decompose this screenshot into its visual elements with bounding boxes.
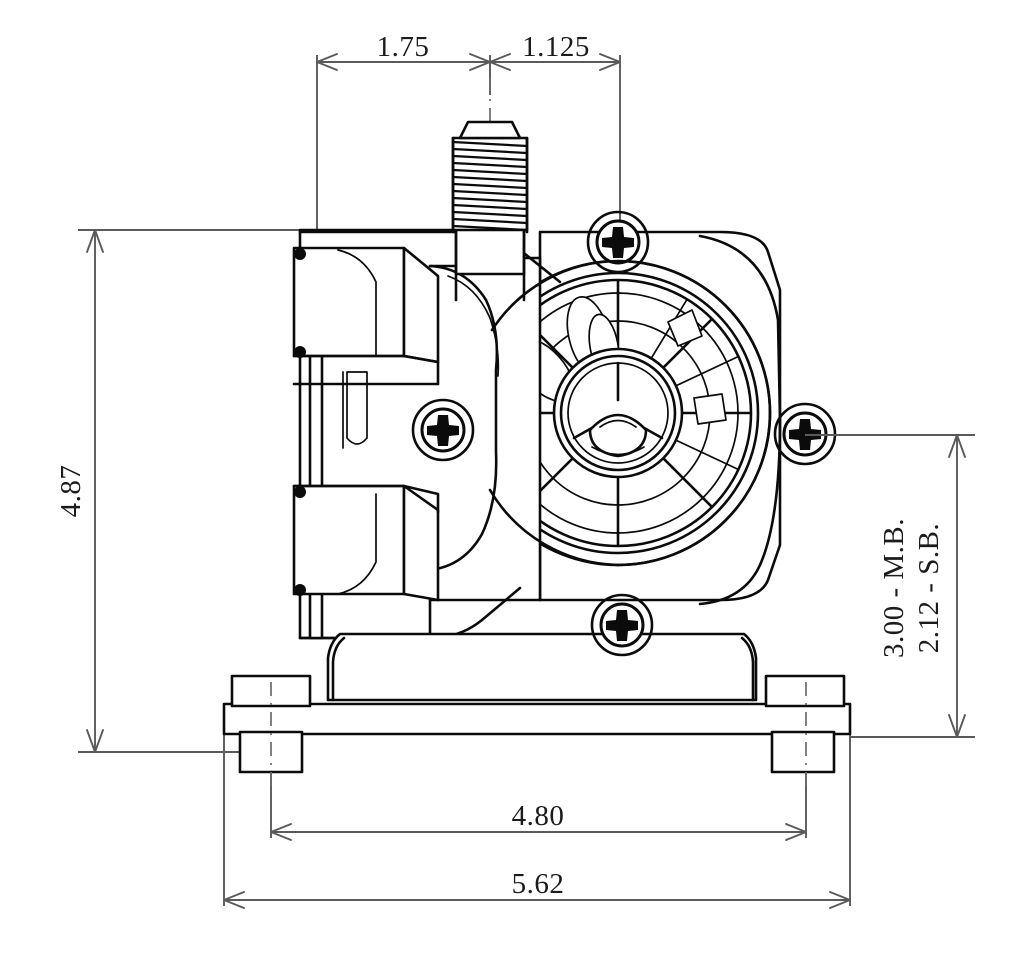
- suction-upper-body: [292, 246, 406, 358]
- suction-lower-top: [292, 484, 440, 514]
- end-bell-arc-lower-left: [488, 488, 620, 567]
- hub-center-cap: [599, 419, 637, 428]
- dim-label-4-80: 4.80: [512, 800, 565, 832]
- vent-tab-upper-right: [667, 309, 703, 347]
- volute-boss-center: [346, 371, 368, 445]
- mounting-foot-right: [764, 674, 846, 774]
- arrow-1-75-left: [316, 53, 338, 71]
- fastener-screw-top: [586, 210, 650, 274]
- pedestal-left-fillet: [331, 636, 346, 702]
- pedestal-bracket: [326, 632, 758, 702]
- screw-top-boss: [586, 210, 650, 274]
- arrow-5-62-right: [829, 891, 851, 909]
- discharge-thread-lines: [452, 140, 528, 232]
- arrow-4-87-top: [86, 229, 104, 253]
- volute-inner-contour: [428, 264, 499, 572]
- suction-upper-bore: [337, 249, 377, 357]
- suction-port-upper: [292, 246, 440, 386]
- dim-label-1-125: 1.125: [522, 31, 590, 63]
- suction-upper-corner-dot-bottom: [294, 346, 306, 358]
- screw-bottom-phillips-icon: [606, 610, 638, 641]
- arrow-4-80-right: [785, 823, 807, 841]
- screw-top-phillips-icon: [602, 227, 634, 258]
- arrow-right-bottom: [948, 714, 966, 738]
- screw-bottom-boss: [590, 593, 654, 657]
- dim-label-3-00-mb: 3.00 - M.B.: [878, 518, 910, 658]
- suction-lower-corner-dot-bottom: [294, 584, 306, 596]
- right-dimension-group: 3.00 - M.B. 2.12 - S.B.: [800, 434, 975, 738]
- hub-center-shadow: [591, 446, 645, 456]
- mounting-foot-right-top-boss: [764, 674, 846, 708]
- end-bell-arc-upper-right: [616, 259, 772, 415]
- dim-label-4-87: 4.87: [55, 465, 87, 518]
- arrow-4-80-left: [270, 823, 292, 841]
- mounting-foot-right-bottom-boss: [770, 730, 836, 774]
- screw-left-boss: [411, 398, 475, 462]
- suction-lower-bore: [337, 493, 377, 595]
- end-bell-arc-upper-left: [490, 259, 620, 332]
- top-dimension-group: 1.75 1.125: [316, 31, 621, 238]
- dim-label-5-62: 5.62: [512, 868, 565, 900]
- discharge-port-threaded: [451, 120, 529, 302]
- fastener-screw-bottom: [590, 593, 654, 657]
- dim-label-2-12-sb: 2.12 - S.B.: [913, 523, 945, 653]
- arrow-5-62-left: [223, 891, 245, 909]
- fastener-screw-right: [773, 402, 837, 466]
- motor-hub-ring-1: [559, 354, 677, 472]
- fastener-screw-left: [411, 398, 475, 462]
- motor-shell-profile-right: [698, 234, 782, 606]
- screw-left-phillips-icon: [427, 415, 459, 446]
- suction-upper-corner-dot-top: [294, 248, 306, 260]
- vent-tab-right: [693, 393, 727, 425]
- pedestal-right-fillet: [740, 636, 755, 702]
- screw-right-boss: [773, 402, 837, 466]
- mounting-base-plate: [222, 702, 852, 736]
- discharge-port-chamfer: [458, 120, 522, 140]
- dim-label-1-75: 1.75: [377, 31, 430, 63]
- arrow-1-125-right: [599, 53, 621, 71]
- arrow-1-75-right: [469, 53, 491, 71]
- suction-port-lower: [292, 484, 440, 602]
- arrow-4-87-bottom: [86, 729, 104, 753]
- end-bell-arc-lower-right: [616, 411, 772, 567]
- suction-upper-base: [292, 354, 440, 386]
- volute-inner-contour-2: [447, 275, 500, 377]
- bottom-dimension-group: 4.80 5.62: [223, 735, 851, 909]
- suction-lower-body: [292, 484, 406, 596]
- arrow-right-top: [948, 434, 966, 458]
- arrow-1-125-left: [489, 53, 511, 71]
- suction-lower-corner-dot-top: [294, 486, 306, 498]
- mounting-foot-left: [230, 674, 312, 774]
- pump-assembly-geometry: [222, 120, 975, 790]
